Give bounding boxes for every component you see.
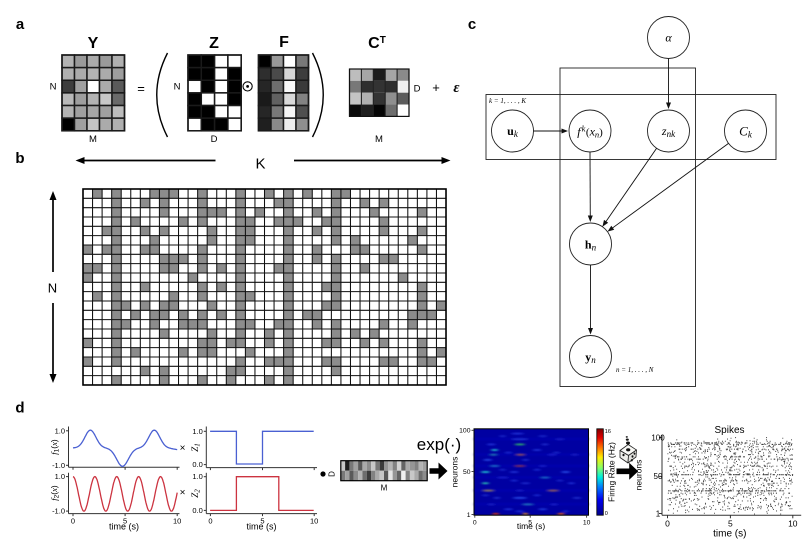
svg-text:0: 0 [605,511,608,517]
svg-text:neurons: neurons [450,457,460,488]
svg-text:D: D [328,471,337,477]
svg-text:N: N [50,82,57,93]
svg-text:0: 0 [665,519,670,529]
svg-text:5: 5 [260,517,264,526]
svg-text:1.0: 1.0 [55,426,65,435]
svg-text:α: α [665,31,672,45]
svg-text:100: 100 [459,428,471,435]
svg-text:×: × [180,488,186,499]
svg-text:5: 5 [528,520,532,527]
svg-text:yn: yn [585,350,596,365]
svg-text:0: 0 [71,517,75,526]
svg-text:1.0: 1.0 [192,427,202,436]
svg-text:Z: Z [209,35,219,52]
svg-text:f2(x): f2(x) [49,485,61,501]
svg-text:0: 0 [473,520,477,527]
svg-text:Firing Rate (Hz): Firing Rate (Hz) [607,442,617,502]
svg-text:0: 0 [208,517,212,526]
svg-text:n = 1, . . . , N: n = 1, . . . , N [616,366,654,374]
svg-text:CT: CT [368,35,386,52]
svg-text:D: D [414,84,421,95]
svg-text:10: 10 [310,517,318,526]
svg-text:b: b [15,150,24,167]
svg-text:Y: Y [88,35,99,52]
svg-text:1.0: 1.0 [192,472,202,481]
svg-text:+: + [432,80,440,95]
svg-text:ε: ε [453,80,460,96]
svg-text:f1(x): f1(x) [49,439,61,455]
svg-text:uk: uk [507,124,519,139]
svg-text:8: 8 [605,470,608,476]
svg-text:50: 50 [654,472,663,481]
svg-text:-1.0: -1.0 [52,507,65,516]
svg-text:0.0: 0.0 [192,460,202,469]
svg-text:0.0: 0.0 [192,506,202,515]
svg-text:×: × [180,443,186,454]
svg-text:K: K [255,156,265,173]
svg-text:time (s): time (s) [247,522,277,532]
svg-text:time (s): time (s) [517,521,546,531]
svg-text:Z2: Z2 [190,489,202,498]
svg-text:N: N [48,281,57,296]
svg-text:Z1: Z1 [190,443,202,452]
svg-text:1: 1 [467,512,471,519]
svg-text:10: 10 [583,520,591,527]
svg-text:5: 5 [123,517,127,526]
svg-text:exp(·): exp(·) [417,435,461,454]
svg-text:hn: hn [585,238,597,253]
svg-text:10: 10 [788,519,798,529]
svg-text:k = 1, . . . , K: k = 1, . . . , K [489,97,526,105]
svg-text:M: M [375,134,383,145]
svg-text:10: 10 [173,517,181,526]
svg-text:5: 5 [728,519,733,529]
svg-text:=: = [137,81,145,96]
svg-text:1: 1 [656,509,661,518]
svg-text:100: 100 [651,433,665,442]
svg-text:neurons: neurons [634,460,644,491]
svg-text:a: a [16,16,25,33]
svg-text:50: 50 [463,469,471,476]
svg-text:M: M [381,484,388,493]
svg-text:1.0: 1.0 [55,472,65,481]
svg-text:D: D [211,134,218,145]
svg-text:F: F [279,34,289,51]
svg-text:time (s): time (s) [109,522,139,532]
svg-text:N: N [174,82,181,93]
svg-text:d: d [15,400,24,417]
svg-text:16: 16 [605,429,611,435]
svg-text:time (s): time (s) [713,529,746,540]
svg-text:M: M [89,134,97,145]
svg-text:Spikes: Spikes [714,425,744,436]
svg-text:c: c [468,16,476,33]
svg-text:-1.0: -1.0 [52,461,65,470]
